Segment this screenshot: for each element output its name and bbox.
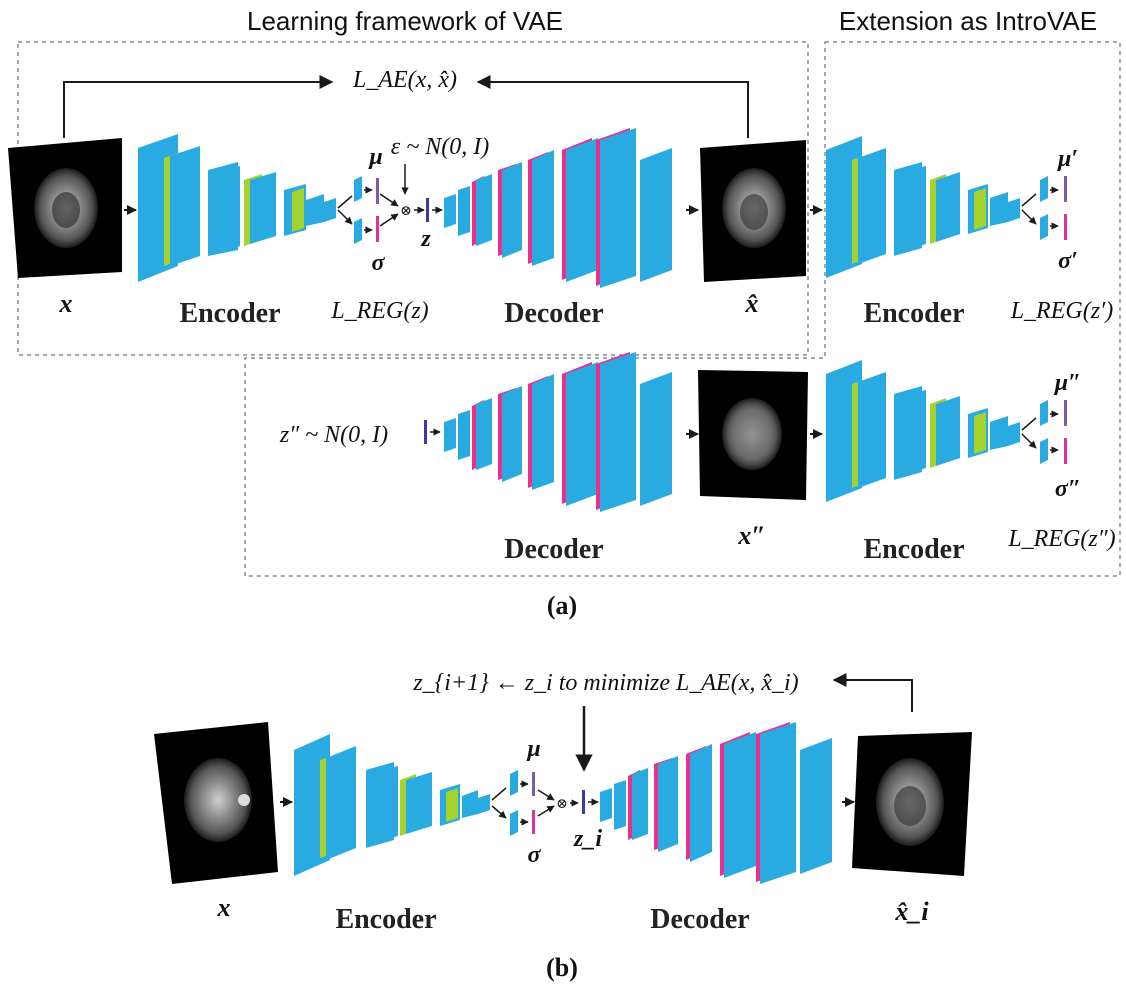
label-sigma: σ: [372, 250, 386, 276]
mri-reconstruction-xhat: [700, 140, 806, 282]
decoder-label-b: Decoder: [650, 904, 750, 935]
zdp-bar: [424, 420, 427, 444]
lreg-z-label: L_REG(z): [330, 298, 428, 324]
encoder-stack-b: [294, 734, 535, 876]
mu-to-mult-b: [537, 789, 555, 801]
mri-input-x-b: [154, 722, 278, 884]
lreg-zdprime-label: L_REG(z″): [1007, 526, 1115, 552]
label-mu: μ: [367, 144, 382, 170]
decoder-stack-2: [444, 352, 672, 512]
caption-a: (a): [547, 591, 577, 620]
encoder-label-1: Encoder: [179, 298, 280, 329]
label-xdp: x″: [737, 521, 765, 550]
encoder-stack-1: [138, 134, 379, 282]
mu-to-mult: [379, 193, 399, 207]
noise-label: ε ~ N(0, I): [391, 134, 489, 160]
mri-generated-xdp: [698, 370, 808, 500]
loss-arrow-from-x: [63, 75, 334, 138]
multiply-icon: ⊗: [400, 204, 412, 219]
z-bar: [426, 198, 429, 222]
sigma-to-mult: [379, 213, 399, 227]
label-sigma-dprime: σ″: [1055, 476, 1081, 502]
label-z: z: [420, 226, 431, 252]
zdp-prior-label: z″ ~ N(0, I): [279, 422, 388, 448]
label-mu-b: μ: [525, 736, 540, 762]
encoder-label-b: Encoder: [335, 904, 436, 935]
mri-reconstruction-xhat-b: [852, 732, 972, 876]
z-bar-b: [582, 790, 585, 814]
label-zi: z_i: [573, 826, 602, 852]
decoder-stack-1: [444, 128, 672, 288]
encoder-stack-2: [826, 136, 1067, 278]
update-arrow-from-xhat: [832, 673, 913, 712]
mri-input-x: [8, 138, 122, 278]
caption-b: (b): [546, 953, 578, 982]
encoder-label-2: Encoder: [863, 298, 964, 329]
sigma-to-mult-b: [537, 805, 555, 817]
header-vae: Learning framework of VAE: [247, 6, 563, 36]
decoder-label-1: Decoder: [504, 298, 604, 329]
label-x: x: [59, 289, 73, 318]
label-mu-prime: μ′: [1056, 146, 1078, 172]
header-introvae: Extension as IntroVAE: [839, 6, 1097, 36]
loss-arrow-from-xhat: [476, 75, 749, 138]
label-xhat-b: x̂_i: [894, 897, 929, 926]
label-sigma-b: σ: [528, 842, 542, 868]
decoder-label-2: Decoder: [504, 534, 604, 565]
decoder-stack-b: [600, 722, 832, 884]
label-x-b: x: [217, 893, 231, 922]
update-rule-label: z_{i+1} ← z_i to minimize L_AE(x, x̂_i): [412, 670, 798, 696]
label-mu-dprime: μ″: [1053, 370, 1082, 396]
multiply-icon-b: ⊗: [556, 797, 568, 812]
frame-introvae: [244, 41, 1121, 577]
encoder-label-3: Encoder: [863, 534, 964, 565]
label-xhat: x̂: [745, 289, 759, 318]
label-sigma-prime: σ′: [1058, 248, 1078, 274]
loss-ae-label: L_AE(x, x̂): [352, 67, 457, 93]
lreg-zprime-label: L_REG(z′): [1010, 298, 1114, 324]
encoder-stack-3: [826, 360, 1067, 502]
